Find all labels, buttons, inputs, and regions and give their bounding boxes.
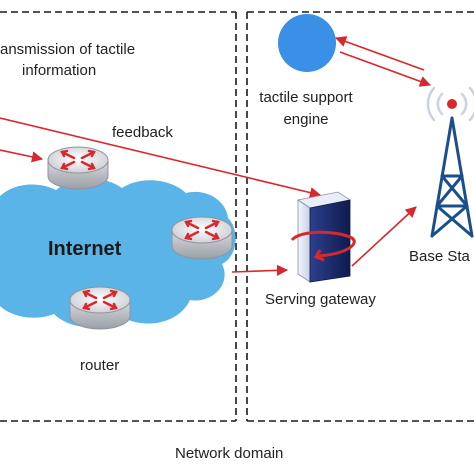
- server-icon: [290, 191, 356, 283]
- left-domain-border: [0, 11, 237, 422]
- router-label: router: [80, 357, 120, 374]
- red-links: [0, 36, 432, 276]
- router-to-gateway-arrow: [231, 264, 289, 276]
- network-domain-border: [246, 11, 474, 422]
- tactile-info-label-2: information: [22, 62, 97, 79]
- support-engine-label-2: engine: [283, 111, 329, 128]
- serving-gateway-label: Serving gateway: [265, 291, 376, 308]
- base-station-label: Base Sta: [409, 248, 470, 265]
- feedback-label: feedback: [112, 124, 173, 141]
- input-arrow: [0, 149, 44, 163]
- engine-icon: [278, 14, 336, 72]
- tactile-info-label-1: ansmission of tactile: [0, 41, 136, 58]
- internet-cloud: [0, 178, 236, 328]
- network-domain-label: Network domain: [175, 445, 284, 462]
- cell-tower-icon: [426, 86, 474, 238]
- engine-to-tower-arrow: [339, 51, 432, 87]
- tower-to-engine-arrow: [334, 36, 425, 71]
- support-engine-label-1: tactile support: [259, 89, 353, 106]
- feedback-arrow: [0, 117, 322, 199]
- gateway-to-tower-arrow: [351, 206, 417, 267]
- internet-label: Internet: [48, 238, 122, 260]
